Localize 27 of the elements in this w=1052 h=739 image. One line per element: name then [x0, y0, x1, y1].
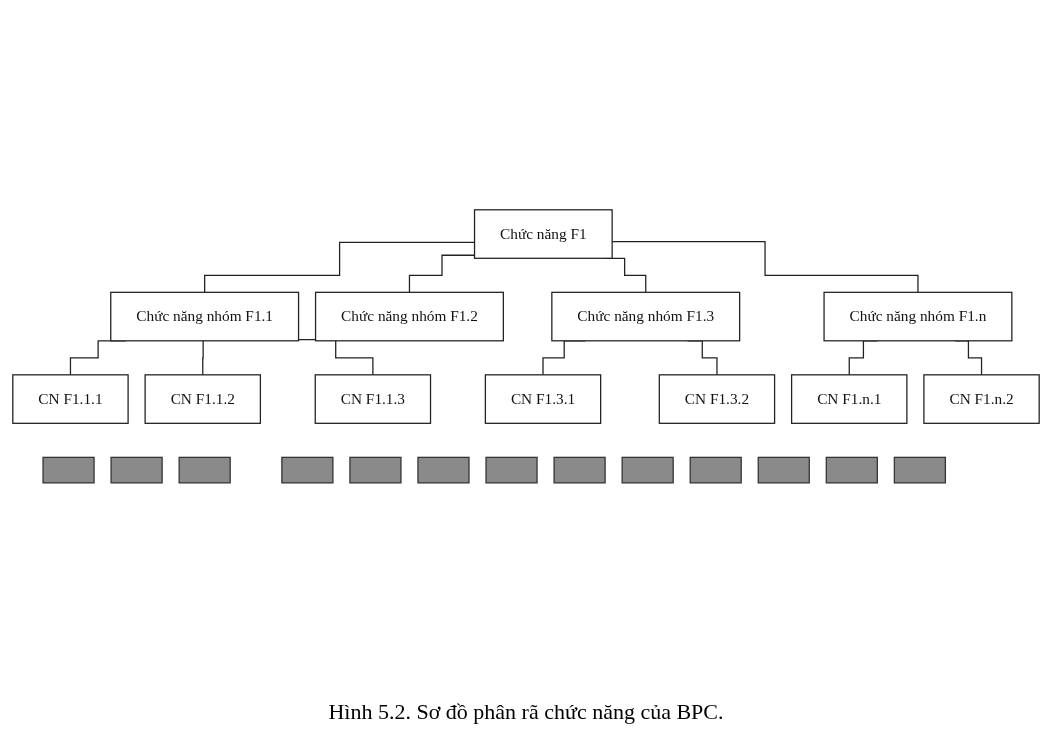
node-box — [281, 456, 334, 484]
node-box — [110, 456, 163, 484]
node-box: CN F1.1.3 — [314, 374, 432, 425]
node-box — [178, 456, 231, 484]
node-box — [485, 456, 538, 484]
node-box: Chức năng nhóm F1.1 — [110, 291, 300, 342]
node-box: Chức năng nhóm F1.3 — [551, 291, 741, 342]
node-box: Chức năng nhóm F1.n — [823, 291, 1013, 342]
node-box — [757, 456, 810, 484]
node-box — [349, 456, 402, 484]
node-box — [417, 456, 470, 484]
node-box: Chức năng nhóm F1.2 — [314, 291, 504, 342]
node-box: Chức năng F1 — [473, 209, 613, 260]
node-box — [42, 456, 95, 484]
figure-caption: Hình 5.2. Sơ đồ phân rã chức năng của BPC. — [328, 699, 724, 725]
node-box: CN F1.3.2 — [658, 374, 776, 425]
node-box: CN F1.n.1 — [790, 374, 908, 425]
node-box — [553, 456, 606, 484]
connector — [202, 340, 205, 376]
node-box: CN F1.1.1 — [12, 374, 129, 425]
node-box: CN F1.n.2 — [923, 374, 1040, 425]
node-box: CN F1.1.2 — [144, 374, 262, 425]
node-box: CN F1.3.1 — [484, 374, 602, 425]
node-box — [689, 456, 742, 484]
node-box — [621, 456, 674, 484]
node-box — [893, 456, 946, 484]
node-box — [825, 456, 878, 484]
